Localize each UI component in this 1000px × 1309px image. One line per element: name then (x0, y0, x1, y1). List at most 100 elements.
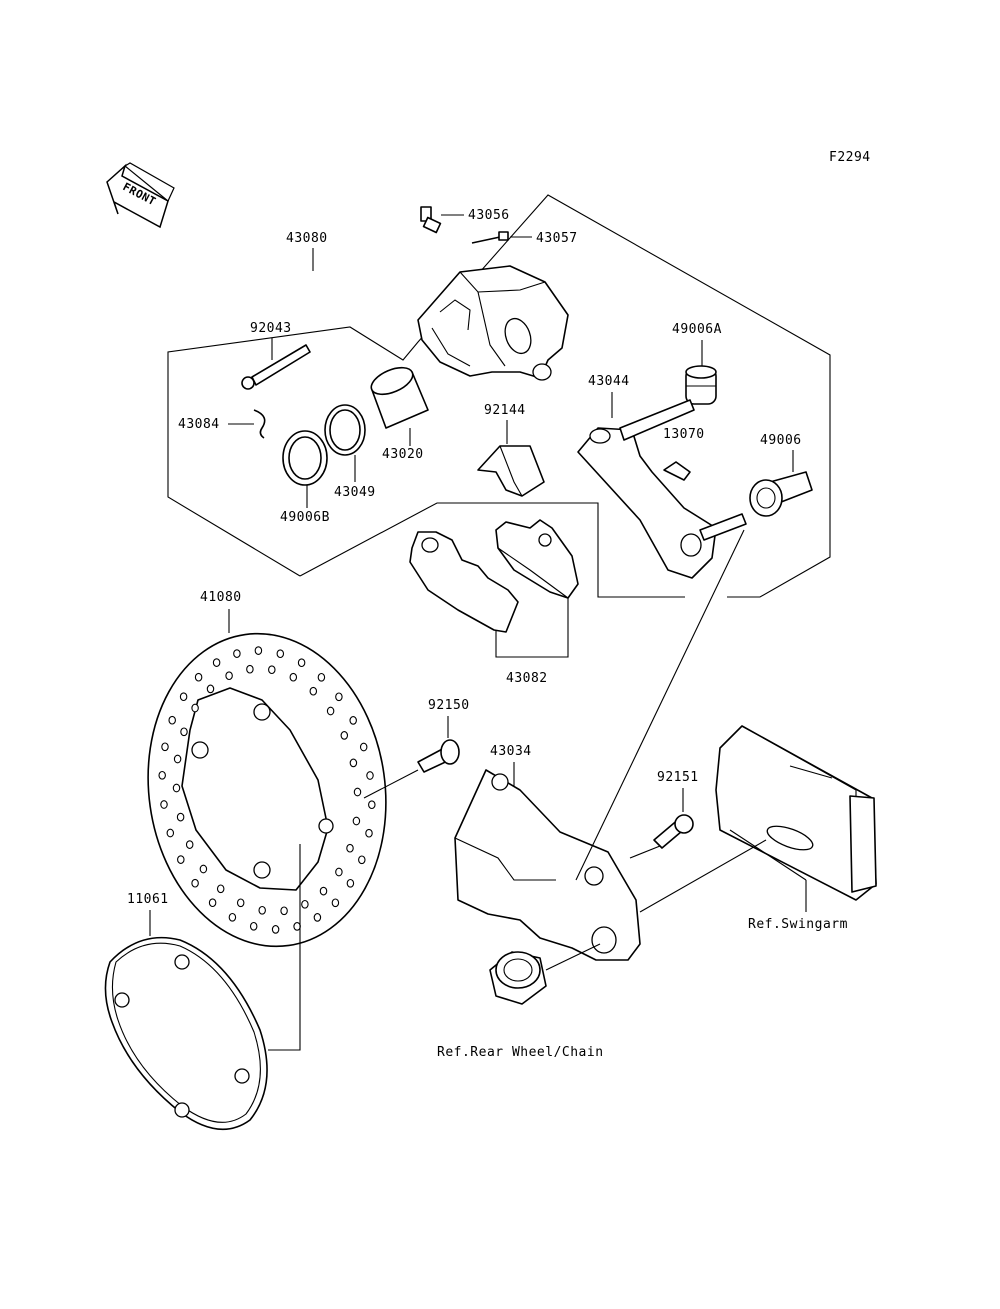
disc-vent-hole (179, 692, 188, 702)
ref-rear-wheel: Ref.Rear Wheel/Chain (437, 1045, 604, 1060)
disc-vent-hole (268, 665, 276, 675)
pad-spring (477, 445, 545, 497)
label-43084: 43084 (178, 417, 220, 432)
disc-vent-hole (349, 716, 357, 725)
hub-gasket (104, 936, 268, 1131)
disc-bolt (417, 739, 460, 773)
disc-vent-hole (335, 692, 343, 702)
boot-49006 (749, 471, 813, 517)
disc-vent-hole (254, 646, 263, 655)
label-49006: 49006 (760, 433, 802, 448)
disc-vent-hole (358, 855, 366, 865)
disc-vent-hole (228, 912, 237, 922)
caliper-assembly-outline (167, 194, 831, 598)
disc-vent-hole (177, 855, 185, 864)
disc-vent-hole (319, 886, 328, 896)
disc-vent-hole (276, 649, 285, 659)
label-92043: 92043 (250, 321, 292, 336)
label-92151: 92151 (657, 770, 699, 785)
label-49006A: 49006A (672, 322, 722, 337)
disc-vent-hole (359, 742, 368, 752)
disc-vent-hole (368, 800, 376, 810)
disc-vent-hole (289, 672, 298, 682)
disc-vent-hole (293, 922, 301, 931)
disc-vent-hole (313, 913, 322, 922)
label-49006B: 49006B (280, 510, 330, 525)
leader-disc-gasket (268, 844, 301, 1051)
swingarm (715, 725, 877, 901)
disc-vent-hole (208, 898, 217, 908)
piston-seal (324, 404, 366, 456)
leader-bolt-to-disc (363, 769, 419, 799)
disc-vent-hole (168, 715, 176, 725)
disc-vent-hole (176, 812, 185, 822)
disc-vent-hole (246, 664, 254, 674)
disc-vent-hole (335, 867, 343, 877)
disc-vent-hole (346, 878, 355, 888)
disc-vent-hole (185, 840, 194, 849)
leader-swingarm (729, 829, 807, 881)
pin-clip (253, 409, 266, 439)
caliper-holder (454, 769, 641, 961)
disc-vent-hole (158, 770, 166, 780)
leader-holder-swingarm (639, 839, 767, 913)
caliper-bracket (577, 399, 747, 579)
disc-vent-hole (365, 828, 373, 838)
disc-vent-hole (180, 727, 188, 737)
label-13070: 13070 (663, 427, 705, 442)
caliper-pin (241, 344, 311, 390)
disc-vent-hole (280, 906, 288, 916)
disc-vent-hole (309, 686, 318, 696)
front-arrow-icon: FRONT (106, 162, 175, 229)
disc-vent-hole (212, 658, 221, 667)
disc-vent-hole (249, 921, 258, 931)
disc-vent-hole (166, 828, 175, 838)
label-92144: 92144 (484, 403, 526, 418)
figure-code: F2294 (829, 150, 871, 165)
bracket-shim (663, 461, 691, 481)
disc-vent-hole (191, 703, 199, 713)
caliper-assembly-outline-lower (299, 502, 685, 598)
bleeder-valve (420, 206, 442, 234)
brake-disc (147, 632, 387, 948)
bleeder-cap (471, 231, 509, 244)
disc-vent-hole (199, 864, 208, 874)
label-43049: 43049 (334, 485, 376, 500)
dust-seal (282, 430, 328, 486)
label-43080: 43080 (286, 231, 328, 246)
piston (370, 366, 429, 429)
disc-vent-hole (191, 878, 199, 888)
caliper-body (417, 265, 569, 381)
label-43082: 43082 (506, 671, 548, 686)
disc-vent-holes (158, 646, 376, 934)
disc-vent-hole (194, 672, 203, 682)
label-43020: 43020 (382, 447, 424, 462)
disc-vent-hole (233, 649, 241, 658)
disc-vent-hole (353, 787, 362, 797)
disc-vent-hole (301, 899, 309, 909)
disc-vent-hole (173, 754, 182, 764)
label-43034: 43034 (490, 744, 532, 759)
disc-vent-hole (352, 816, 361, 826)
disc-vent-hole (160, 800, 168, 809)
disc-vent-hole (161, 742, 169, 752)
leader-holder-bracket (575, 529, 745, 881)
holder-bolt (653, 814, 694, 849)
disc-vent-hole (340, 731, 349, 740)
ref-swingarm: Ref.Swingarm (748, 917, 848, 932)
disc-vent-hole (346, 843, 354, 853)
disc-vent-hole (366, 771, 374, 780)
disc-vent-hole (216, 884, 225, 894)
bracket-43082 (495, 598, 569, 658)
label-43056: 43056 (468, 208, 510, 223)
disc-vent-hole (271, 925, 280, 934)
disc-vent-hole (206, 684, 215, 694)
disc-vent-hole (225, 671, 233, 681)
disc-vent-hole (326, 706, 335, 716)
label-92150: 92150 (428, 698, 470, 713)
boot-49006A (685, 365, 717, 405)
leader-bolt-holder (629, 845, 661, 859)
disc-vent-hole (331, 898, 340, 908)
label-43044: 43044 (588, 374, 630, 389)
